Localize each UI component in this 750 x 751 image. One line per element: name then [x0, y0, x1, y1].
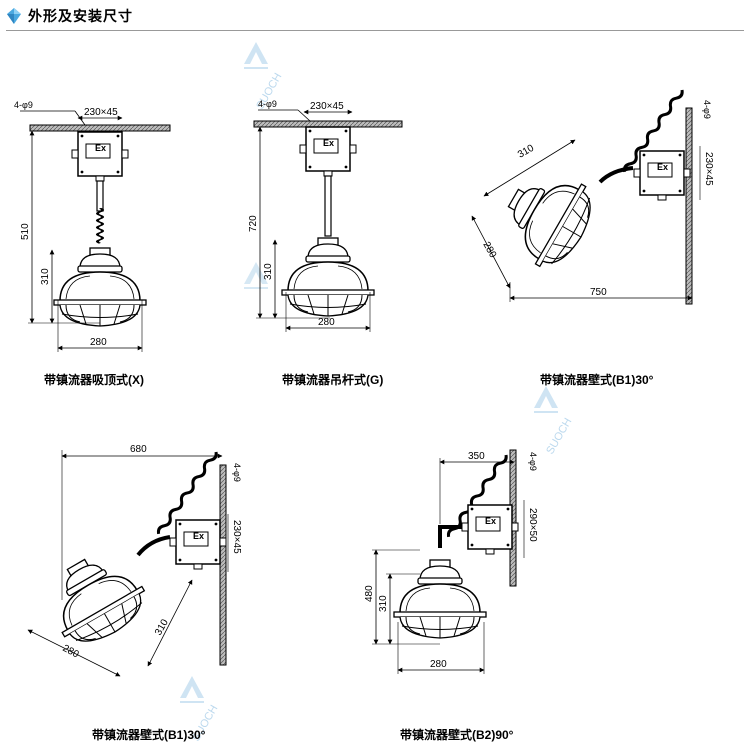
header-divider	[6, 30, 744, 31]
dim-text: 290×50	[527, 508, 538, 542]
ex-label: Ex	[485, 516, 496, 526]
dim-text: 310	[378, 595, 389, 612]
svg-text:SUOCH: SUOCH	[544, 416, 574, 456]
dim-text: 480	[364, 585, 375, 602]
figure-b1-top: 4-φ9 230×45 310 280 750	[471, 87, 714, 305]
dim-text: 4-φ9	[258, 99, 277, 109]
dim-text: 4-φ9	[702, 100, 712, 119]
dim-text: 280	[90, 337, 107, 348]
dim-text: 510	[20, 223, 31, 240]
dim-text: 720	[248, 215, 259, 232]
dim-text: 230×45	[231, 520, 242, 554]
dim-text: 4-φ9	[528, 452, 538, 471]
ex-label: Ex	[657, 162, 668, 172]
caption-b2: 带镇流器壁式(B2)90°	[400, 728, 514, 742]
dim-text: 280	[318, 317, 335, 328]
ex-label: Ex	[95, 143, 106, 153]
dim-text: 230×45	[310, 101, 344, 112]
caption-b1-top: 带镇流器壁式(B1)30°	[540, 373, 654, 387]
dim-text: 350	[468, 451, 485, 462]
dim-text: 680	[130, 444, 147, 455]
figure-b2: 350 4-φ9 290×50 480 310 280	[364, 449, 538, 674]
dim-text: 230×45	[84, 107, 118, 118]
dim-text: 310	[516, 143, 536, 161]
dim-text: 310	[153, 617, 171, 637]
figure-b1-bottom: 680 4-φ9 230×45 310 280	[27, 444, 242, 677]
caption-x: 带镇流器吸顶式(X)	[44, 373, 144, 387]
caption-g: 带镇流器吊杆式(G)	[282, 373, 384, 387]
dim-text: 750	[590, 287, 607, 298]
ex-label: Ex	[323, 138, 334, 148]
dim-text: 310	[263, 263, 274, 280]
dim-text: 4-φ9	[14, 100, 33, 110]
dim-text: 4-φ9	[232, 463, 242, 482]
page-title: 外形及安装尺寸	[28, 8, 133, 24]
ex-label: Ex	[193, 531, 204, 541]
ex-labels: Ex Ex Ex Ex Ex	[95, 138, 668, 541]
dimension-drawing: SUOCH SUOCH SUOCH 4-φ9 230×45 510 310 28…	[14, 41, 714, 744]
dim-text: 310	[40, 268, 51, 285]
watermark-logo: SUOCH SUOCH SUOCH	[179, 41, 574, 744]
caption-b1-bottom: 带镇流器壁式(B1)30°	[92, 728, 206, 742]
dim-text: 280	[61, 643, 81, 661]
dim-text: 280	[430, 659, 447, 670]
diamond-icon	[7, 8, 21, 24]
section-header: 外形及安装尺寸	[0, 0, 750, 34]
dim-text: 230×45	[703, 152, 714, 186]
figure-g: 4-φ9 230×45 720 310 280	[248, 99, 403, 332]
figure-x: 4-φ9 230×45 510 310 280	[14, 100, 171, 352]
dim-text: 280	[480, 240, 498, 260]
